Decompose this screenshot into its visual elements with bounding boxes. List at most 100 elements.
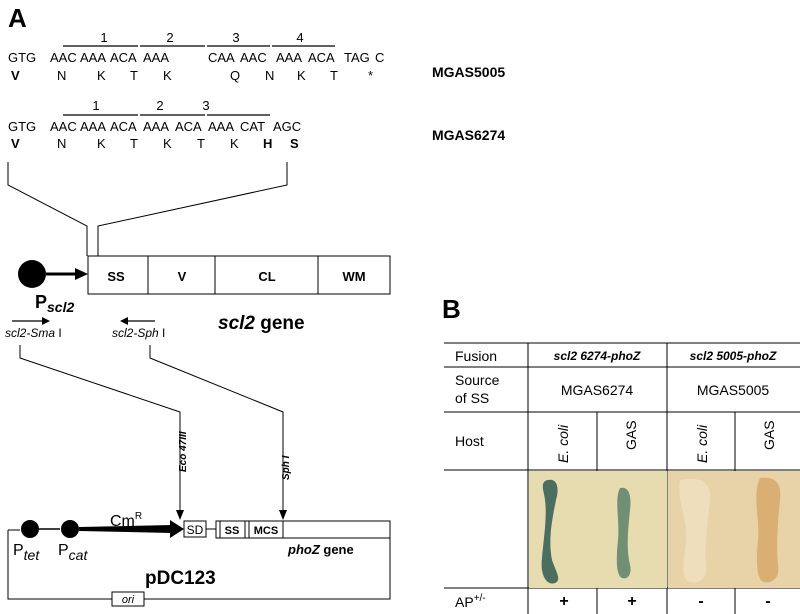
amino-acid: *: [368, 68, 373, 83]
amino-acid: K: [97, 136, 106, 151]
codon: AAC: [50, 119, 77, 134]
codon: TAG: [344, 50, 370, 65]
gene-name-label: scl2 gene: [218, 313, 305, 334]
panel-label-a: A: [8, 3, 27, 33]
codon: ACA: [110, 119, 137, 134]
strain-label-mgas5005: MGAS5005: [432, 64, 505, 80]
host-gas-1: GAS: [623, 420, 639, 450]
source-mgas5005: MGAS5005: [697, 382, 770, 398]
results-table: Fusion Source of SS Host AP+/- scl2 6274…: [444, 342, 800, 614]
repeat-number: 1: [92, 98, 99, 113]
repeat-number: 2: [166, 30, 173, 45]
amino-acid: K: [97, 68, 106, 83]
phoz-gene-box: [215, 520, 391, 539]
codon: CAT: [240, 119, 265, 134]
ap-result-4: -: [765, 593, 770, 610]
streak-ecoli-6274: [541, 479, 559, 584]
streak-ecoli-5005: [679, 478, 711, 583]
host-gas-2: GAS: [761, 420, 777, 450]
repeat-number: 4: [296, 30, 303, 45]
plasmid-backbone: [7, 530, 391, 600]
primer-right-label: scl2-Sph I: [112, 326, 165, 340]
host-ecoli-2: E. coli: [694, 424, 710, 463]
insert-arrowhead: [279, 510, 287, 520]
site-eco47iii-label: Eco 47III: [178, 431, 189, 472]
gene-box: [87, 255, 391, 295]
site-sphi-label: Sph I: [281, 455, 292, 480]
codon: ACA: [175, 119, 202, 134]
cm-resistance-label: CmR: [110, 511, 142, 530]
repeat-number: 3: [202, 98, 209, 113]
repeat-number: 3: [232, 30, 239, 45]
promoter-label: Pscl2: [35, 292, 74, 315]
amino-acid: T: [130, 68, 138, 83]
connector-insert-right: [149, 345, 284, 512]
amino-acid: K: [297, 68, 306, 83]
row-label-source-1: Source: [455, 372, 500, 388]
plasmid-map: SD SS MCS phoZ gene CmR Ptet Pcat pDC123…: [7, 511, 391, 607]
codon: CAA: [208, 50, 235, 65]
promoter-arrowhead: [75, 268, 88, 280]
amino-acid: S: [290, 136, 299, 151]
p-tet-circle: [21, 520, 39, 538]
domain-wm: WM: [342, 269, 365, 284]
codon: ACA: [110, 50, 137, 65]
connector-insert-left: [19, 345, 181, 512]
row-label-source-2: of SS: [455, 390, 489, 406]
codon: AAA: [208, 119, 234, 134]
amino-acid: V: [11, 68, 20, 83]
ss-label: SS: [225, 525, 240, 537]
amino-acid: H: [263, 136, 272, 151]
amino-acid: Q: [230, 68, 240, 83]
row-label-host: Host: [455, 433, 484, 449]
p-cat-label: Pcat: [58, 542, 88, 563]
codon: AAA: [80, 119, 106, 134]
codon: AAA: [80, 50, 106, 65]
amino-acid: K: [230, 136, 239, 151]
amino-acid: K: [163, 68, 172, 83]
p-tet-label: Ptet: [13, 542, 40, 563]
domain-v: V: [178, 269, 187, 284]
connector-left: [7, 162, 88, 256]
codon: AAA: [276, 50, 302, 65]
codon: AAC: [50, 50, 77, 65]
strain-label-mgas6274: MGAS6274: [432, 127, 505, 143]
panel-label-b: B: [442, 294, 461, 324]
codon: AAA: [143, 119, 169, 134]
row-label-fusion: Fusion: [455, 348, 497, 364]
primer-left-arrowhead: [42, 317, 50, 325]
codon: GTG: [8, 50, 36, 65]
amino-acid: N: [265, 68, 274, 83]
streak-gas-6274: [616, 487, 631, 579]
domain-ss: SS: [107, 269, 125, 284]
codon: AAC: [240, 50, 267, 65]
amino-acid: K: [163, 136, 172, 151]
amino-acid: V: [11, 136, 20, 151]
codon: ACA: [308, 50, 335, 65]
domain-cl: CL: [258, 269, 275, 284]
p-cat-circle: [61, 520, 79, 538]
cm-gene-arrow: [79, 525, 172, 533]
amino-acid: N: [57, 68, 66, 83]
plasmid-name: pDC123: [145, 568, 216, 589]
row-label-ap: AP+/-: [455, 593, 486, 610]
amino-acid: T: [197, 136, 205, 151]
primer-left-label: scl2-Sma I: [5, 326, 62, 340]
primer-right-arrowhead: [120, 317, 128, 325]
amino-acid: N: [57, 136, 66, 151]
sd-label: SD: [187, 523, 204, 537]
ori-label: ori: [122, 594, 135, 606]
codon: AAA: [143, 50, 169, 65]
insert-arrowhead: [176, 510, 184, 520]
codon: AGC: [273, 119, 301, 134]
amino-acid: T: [130, 136, 138, 151]
ap-result-2: +: [627, 593, 636, 610]
source-mgas6274: MGAS6274: [561, 382, 634, 398]
mcs-label: MCS: [254, 525, 278, 537]
codon: C: [375, 50, 384, 65]
ap-result-1: +: [559, 593, 568, 610]
codon: GTG: [8, 119, 36, 134]
